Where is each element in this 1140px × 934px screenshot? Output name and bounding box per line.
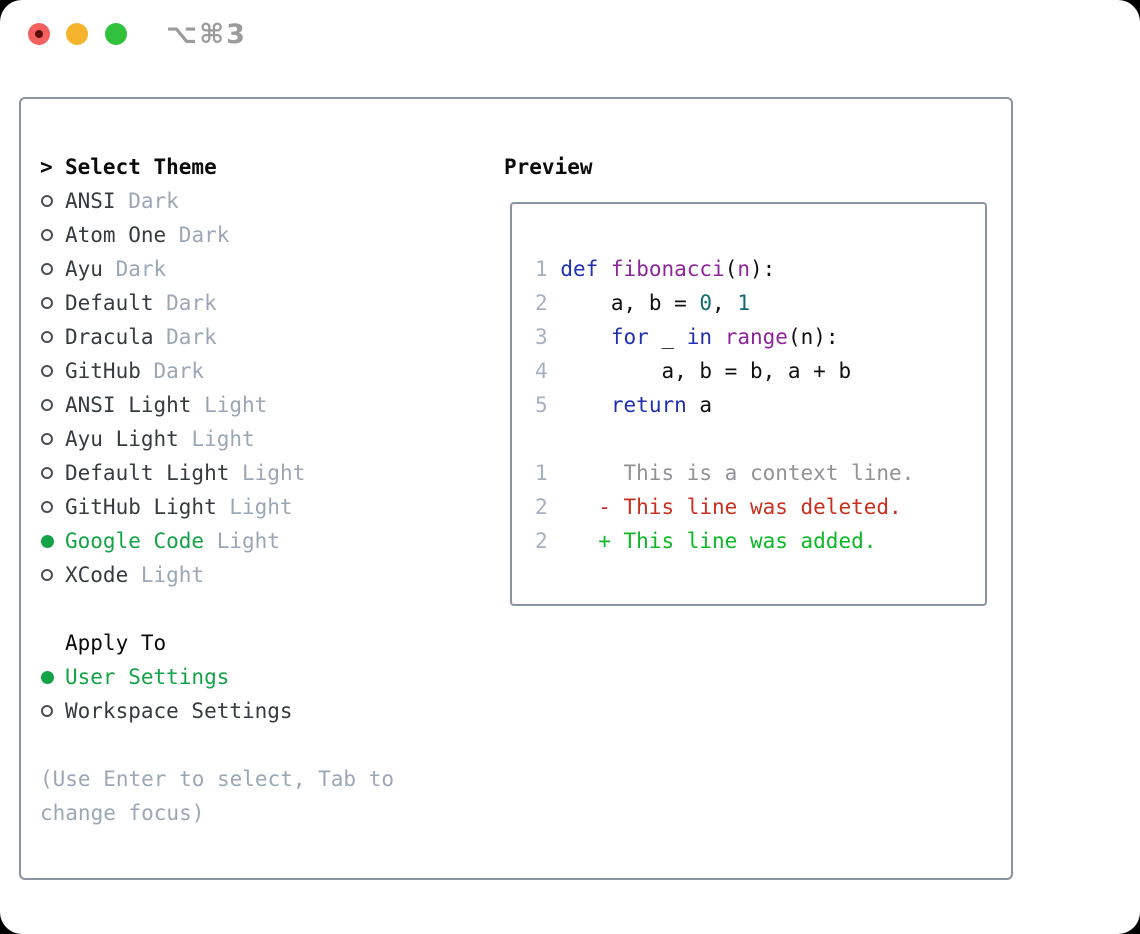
diff-line-deleted: 2 - This line was deleted. bbox=[535, 495, 902, 519]
theme-variant-tag: Dark bbox=[102, 257, 167, 281]
radio-icon bbox=[41, 433, 53, 445]
code-line: 1 def fibonacci(n): bbox=[535, 257, 776, 281]
radio-icon bbox=[41, 569, 53, 581]
apply-to-header: Apply To bbox=[65, 631, 167, 655]
theme-variant-tag: Light bbox=[204, 529, 280, 553]
theme-item-ayu[interactable]: Ayu Dark bbox=[40, 252, 305, 286]
theme-variant-tag: Light bbox=[216, 495, 293, 519]
preview-box: 1 def fibonacci(n): 2 a, b = 0, 1 3 for _ … bbox=[510, 202, 987, 606]
theme-item-atom-one[interactable]: Atom One Dark bbox=[40, 218, 305, 252]
theme-item-default[interactable]: Default Dark bbox=[40, 286, 305, 320]
radio-icon bbox=[41, 501, 53, 513]
cursor-arrow-icon: > bbox=[40, 155, 53, 179]
option-label: Ayu Light bbox=[65, 427, 179, 451]
code-line: 2 a, b = 0, 1 bbox=[535, 291, 750, 315]
radio-icon bbox=[41, 467, 53, 479]
option-label: Google Code bbox=[65, 529, 205, 553]
zoom-button[interactable] bbox=[105, 23, 127, 45]
window-shortcut-label: ⌥⌘3 bbox=[166, 19, 247, 50]
radio-icon bbox=[41, 365, 53, 377]
code-line: 5 return a bbox=[535, 393, 713, 417]
close-button[interactable] bbox=[28, 23, 50, 45]
theme-list-header: Select Theme bbox=[65, 155, 217, 179]
radio-icon bbox=[41, 263, 53, 275]
theme-variant-tag: Dark bbox=[166, 223, 230, 247]
theme-item-ansi-light[interactable]: ANSI Light Light bbox=[40, 388, 305, 422]
option-label: XCode bbox=[65, 563, 129, 587]
option-label: ANSI Light bbox=[65, 393, 192, 417]
radio-icon bbox=[41, 229, 53, 241]
blank-line bbox=[535, 422, 985, 456]
option-label: GitHub Light bbox=[65, 495, 217, 519]
diff-line-context: 1 This is a context line. bbox=[535, 461, 915, 485]
preview-title: Preview bbox=[504, 155, 593, 179]
radio-selected-icon bbox=[41, 534, 54, 548]
option-label: ANSI bbox=[65, 189, 116, 213]
radio-icon bbox=[41, 399, 53, 411]
spacer bbox=[40, 592, 305, 626]
help-text: (Use Enter to select, Tab to change focu… bbox=[40, 767, 407, 825]
theme-variant-tag: Dark bbox=[115, 189, 179, 213]
apply-option-workspace-settings[interactable]: Workspace Settings bbox=[40, 694, 305, 728]
code-line: 3 for _ in range(n): bbox=[535, 325, 839, 349]
theme-variant-tag: Dark bbox=[153, 291, 217, 315]
theme-item-github-light[interactable]: GitHub Light Light bbox=[40, 490, 305, 524]
option-label: Default bbox=[65, 291, 154, 315]
preview-code: 1 def fibonacci(n): 2 a, b = 0, 1 3 for _ … bbox=[512, 204, 985, 558]
option-label: Default Light bbox=[65, 461, 230, 485]
radio-selected-icon bbox=[41, 670, 54, 684]
diff-line-added: 2 + This line was added. bbox=[535, 529, 877, 553]
theme-item-xcode[interactable]: XCode Light bbox=[40, 558, 305, 592]
theme-variant-tag: Light bbox=[128, 563, 205, 587]
theme-variant-tag: Dark bbox=[153, 325, 217, 349]
theme-list-header-row: > Select Theme bbox=[40, 150, 305, 184]
option-label: Atom One bbox=[65, 223, 167, 247]
radio-icon bbox=[41, 195, 53, 207]
theme-item-ayu-light[interactable]: Ayu Light Light bbox=[40, 422, 305, 456]
theme-variant-tag: Light bbox=[191, 393, 268, 417]
option-label: Ayu bbox=[65, 257, 103, 281]
theme-variant-tag: Light bbox=[229, 461, 306, 485]
theme-item-dracula[interactable]: Dracula Dark bbox=[40, 320, 305, 354]
apply-option-user-settings[interactable]: User Settings bbox=[40, 660, 305, 694]
radio-icon bbox=[41, 331, 53, 343]
theme-item-google-code[interactable]: Google Code Light bbox=[40, 524, 305, 558]
theme-item-ansi[interactable]: ANSI Dark bbox=[40, 184, 305, 218]
code-line: 4 a, b = b, a + b bbox=[535, 359, 852, 383]
theme-item-default-light[interactable]: Default Light Light bbox=[40, 456, 305, 490]
apply-to-header-row: Apply To bbox=[40, 626, 305, 660]
radio-icon bbox=[41, 705, 53, 717]
theme-variant-tag: Dark bbox=[140, 359, 205, 383]
option-label: User Settings bbox=[65, 665, 230, 689]
radio-icon bbox=[41, 297, 53, 309]
titlebar: ⌥⌘3 bbox=[0, 0, 1140, 70]
theme-variant-tag: Light bbox=[178, 427, 255, 451]
option-label: GitHub bbox=[65, 359, 141, 383]
theme-item-github[interactable]: GitHub Dark bbox=[40, 354, 305, 388]
option-label: Dracula bbox=[65, 325, 154, 349]
minimize-button[interactable] bbox=[66, 23, 88, 45]
option-label: Workspace Settings bbox=[65, 699, 293, 723]
